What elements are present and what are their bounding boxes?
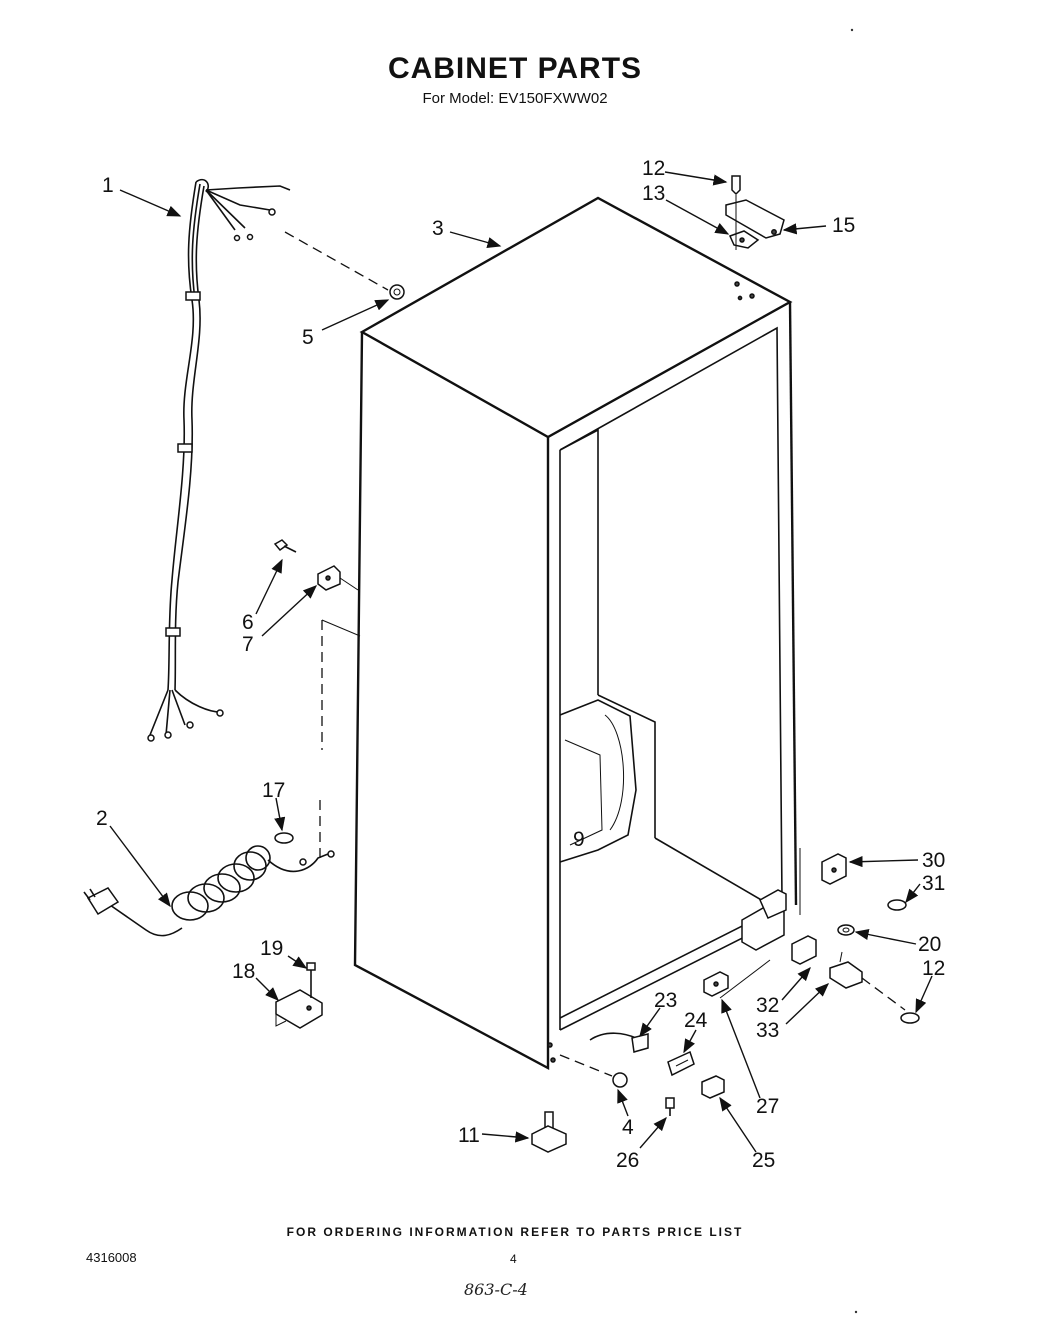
scan-speck <box>850 28 854 32</box>
callout-20: 20 <box>918 933 941 956</box>
callout-13: 13 <box>642 182 665 205</box>
hinge-bracket-assembly <box>741 889 787 951</box>
page-number: 4 <box>510 1252 517 1266</box>
cabinet-body <box>353 196 798 1071</box>
clip-part-17 <box>274 832 294 844</box>
callout-6: 6 <box>242 611 254 634</box>
shim-part-13 <box>728 230 760 249</box>
callout-32: 32 <box>756 994 779 1017</box>
ordering-info-note: FOR ORDERING INFORMATION REFER TO PARTS … <box>286 1225 744 1239</box>
model-subtitle: For Model: EV150FXWW02 <box>422 90 608 107</box>
screw-part-19 <box>306 962 316 998</box>
plate-part-24 <box>667 1050 695 1077</box>
callout-1: 1 <box>102 174 114 197</box>
leader-dash-4 <box>559 1054 613 1077</box>
page-title: CABINET PARTS <box>387 52 643 85</box>
callout-9: 9 <box>573 828 585 851</box>
screw-part-6 <box>273 539 297 553</box>
callout-5: 5 <box>302 326 314 349</box>
screw-part-26 <box>665 1097 675 1116</box>
callout-31: 31 <box>922 872 945 895</box>
bracket-leader <box>321 619 361 637</box>
document-number: 4316008 <box>86 1250 137 1265</box>
leader-dash-harness <box>284 231 389 291</box>
callout-12-bottom: 12 <box>922 957 945 980</box>
leader-27 <box>719 959 771 999</box>
leader-dash-33 <box>861 977 906 1011</box>
callout-11: 11 <box>458 1124 480 1147</box>
callout-24: 24 <box>684 1009 708 1032</box>
bracket-part-7 <box>317 565 359 591</box>
callout-18: 18 <box>232 960 255 983</box>
callout-27: 27 <box>756 1095 779 1118</box>
hinge-part-15 <box>725 199 785 239</box>
plate-part-32 <box>791 935 817 965</box>
callout-15: 15 <box>832 214 855 237</box>
callout-7: 7 <box>242 633 254 656</box>
bracket-part-27 <box>703 971 729 997</box>
plug-part-4 <box>612 1072 628 1088</box>
callout-23: 23 <box>654 989 677 1012</box>
callout-12-top: 12 <box>642 157 665 180</box>
callout-3: 3 <box>432 217 444 240</box>
scan-speck <box>854 1310 858 1314</box>
callout-30: 30 <box>922 849 945 872</box>
callout-4: 4 <box>622 1116 634 1139</box>
leader-arrows <box>109 171 933 1153</box>
screw-part-12-bottom <box>900 1012 920 1024</box>
bracket-part-25 <box>701 1075 725 1099</box>
callout-17: 17 <box>262 779 285 802</box>
screw-part-12-top <box>731 175 741 196</box>
callout-19: 19 <box>260 937 283 960</box>
callout-33: 33 <box>756 1019 779 1042</box>
bracket-part-30 <box>821 853 847 885</box>
power-cord-part-2 <box>83 845 335 937</box>
washer-part-20 <box>837 924 855 936</box>
hinge-part-33 <box>829 951 863 989</box>
bracket-part-18 <box>275 989 323 1029</box>
callout-2: 2 <box>96 807 108 830</box>
screw-part-31 <box>887 899 907 911</box>
callout-26: 26 <box>616 1149 639 1172</box>
callout-25: 25 <box>752 1149 775 1172</box>
handwritten-annotation: 863-C-4 <box>464 1280 528 1299</box>
wire-harness-part <box>147 178 291 742</box>
grommet-part-5 <box>389 284 405 300</box>
leveling-leg-part-11 <box>531 1111 567 1153</box>
part-23 <box>589 1032 649 1053</box>
callout-labels: 1 3 5 12 13 15 6 7 9 17 2 19 18 30 31 20… <box>96 157 945 1172</box>
